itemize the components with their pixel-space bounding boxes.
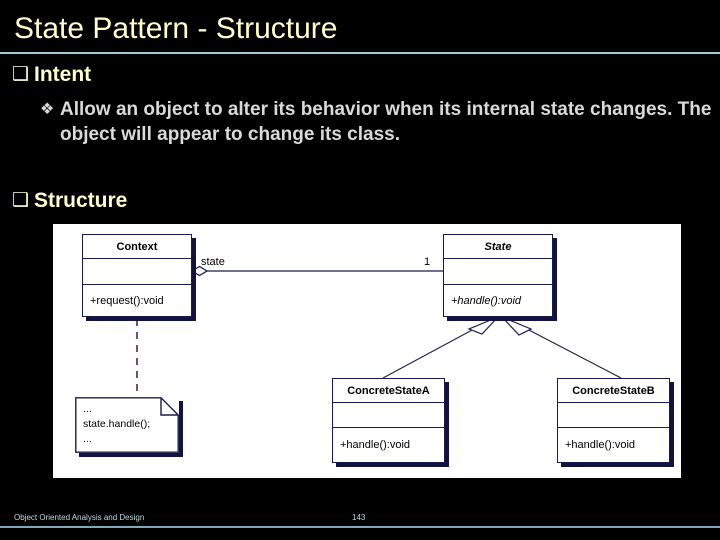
note-shape-icon	[75, 397, 179, 453]
uml-class-attributes	[444, 259, 552, 285]
uml-class-operations: +request():void	[90, 295, 164, 307]
page-title: State Pattern - Structure	[14, 12, 338, 45]
uml-class-name: ConcreteStateB	[558, 379, 669, 403]
bullet-intent-detail: ❖ Allow an object to alter its behavior …	[40, 97, 712, 147]
bullet-structure: ❑ Structure	[12, 188, 127, 214]
uml-class-diagram: state 1 Context +request():void State +h…	[53, 224, 681, 478]
note-line-1: ...	[83, 403, 92, 415]
uml-class-concrete-state-b[interactable]: ConcreteStateB +handle():void	[557, 378, 670, 463]
uml-class-context[interactable]: Context +request():void	[82, 234, 192, 317]
uml-class-name: State	[444, 235, 552, 259]
uml-note-body: ... state.handle(); ...	[75, 397, 179, 453]
uml-class-state[interactable]: State +handle():void	[443, 234, 553, 317]
title-divider	[0, 52, 720, 54]
uml-class-attributes	[333, 403, 444, 428]
footer-page-number: 143	[352, 513, 366, 522]
bullet-intent: ❑ Intent	[12, 62, 91, 88]
association-multiplicity-label: 1	[424, 256, 431, 268]
uml-class-operations: +handle():void	[340, 439, 411, 451]
uml-class-name: Context	[83, 235, 191, 259]
footer-divider	[0, 526, 720, 528]
uml-class-attributes	[558, 403, 669, 428]
uml-note[interactable]: ... state.handle(); ...	[75, 397, 179, 453]
uml-class-concrete-state-a[interactable]: ConcreteStateA +handle():void	[332, 378, 445, 463]
footer-course-label: Object Oriented Analysis and Design	[14, 513, 145, 522]
diamond-bullet-icon: ❖	[40, 101, 55, 118]
bullet-intent-detail-text: Allow an object to alter its behavior wh…	[60, 99, 712, 145]
association-role-label: state	[201, 256, 225, 268]
bullet-structure-label: Structure	[34, 189, 128, 212]
uml-class-operations: +handle():void	[451, 295, 522, 307]
note-line-3: ...	[83, 433, 92, 445]
uml-class-operations: +handle():void	[565, 439, 636, 451]
hollow-square-bullet-icon: ❑	[12, 190, 30, 211]
hollow-square-bullet-icon: ❑	[12, 64, 30, 85]
note-line-2: state.handle();	[83, 418, 151, 430]
uml-class-attributes	[83, 259, 191, 285]
bullet-intent-label: Intent	[34, 63, 92, 86]
uml-class-name: ConcreteStateA	[333, 379, 444, 403]
